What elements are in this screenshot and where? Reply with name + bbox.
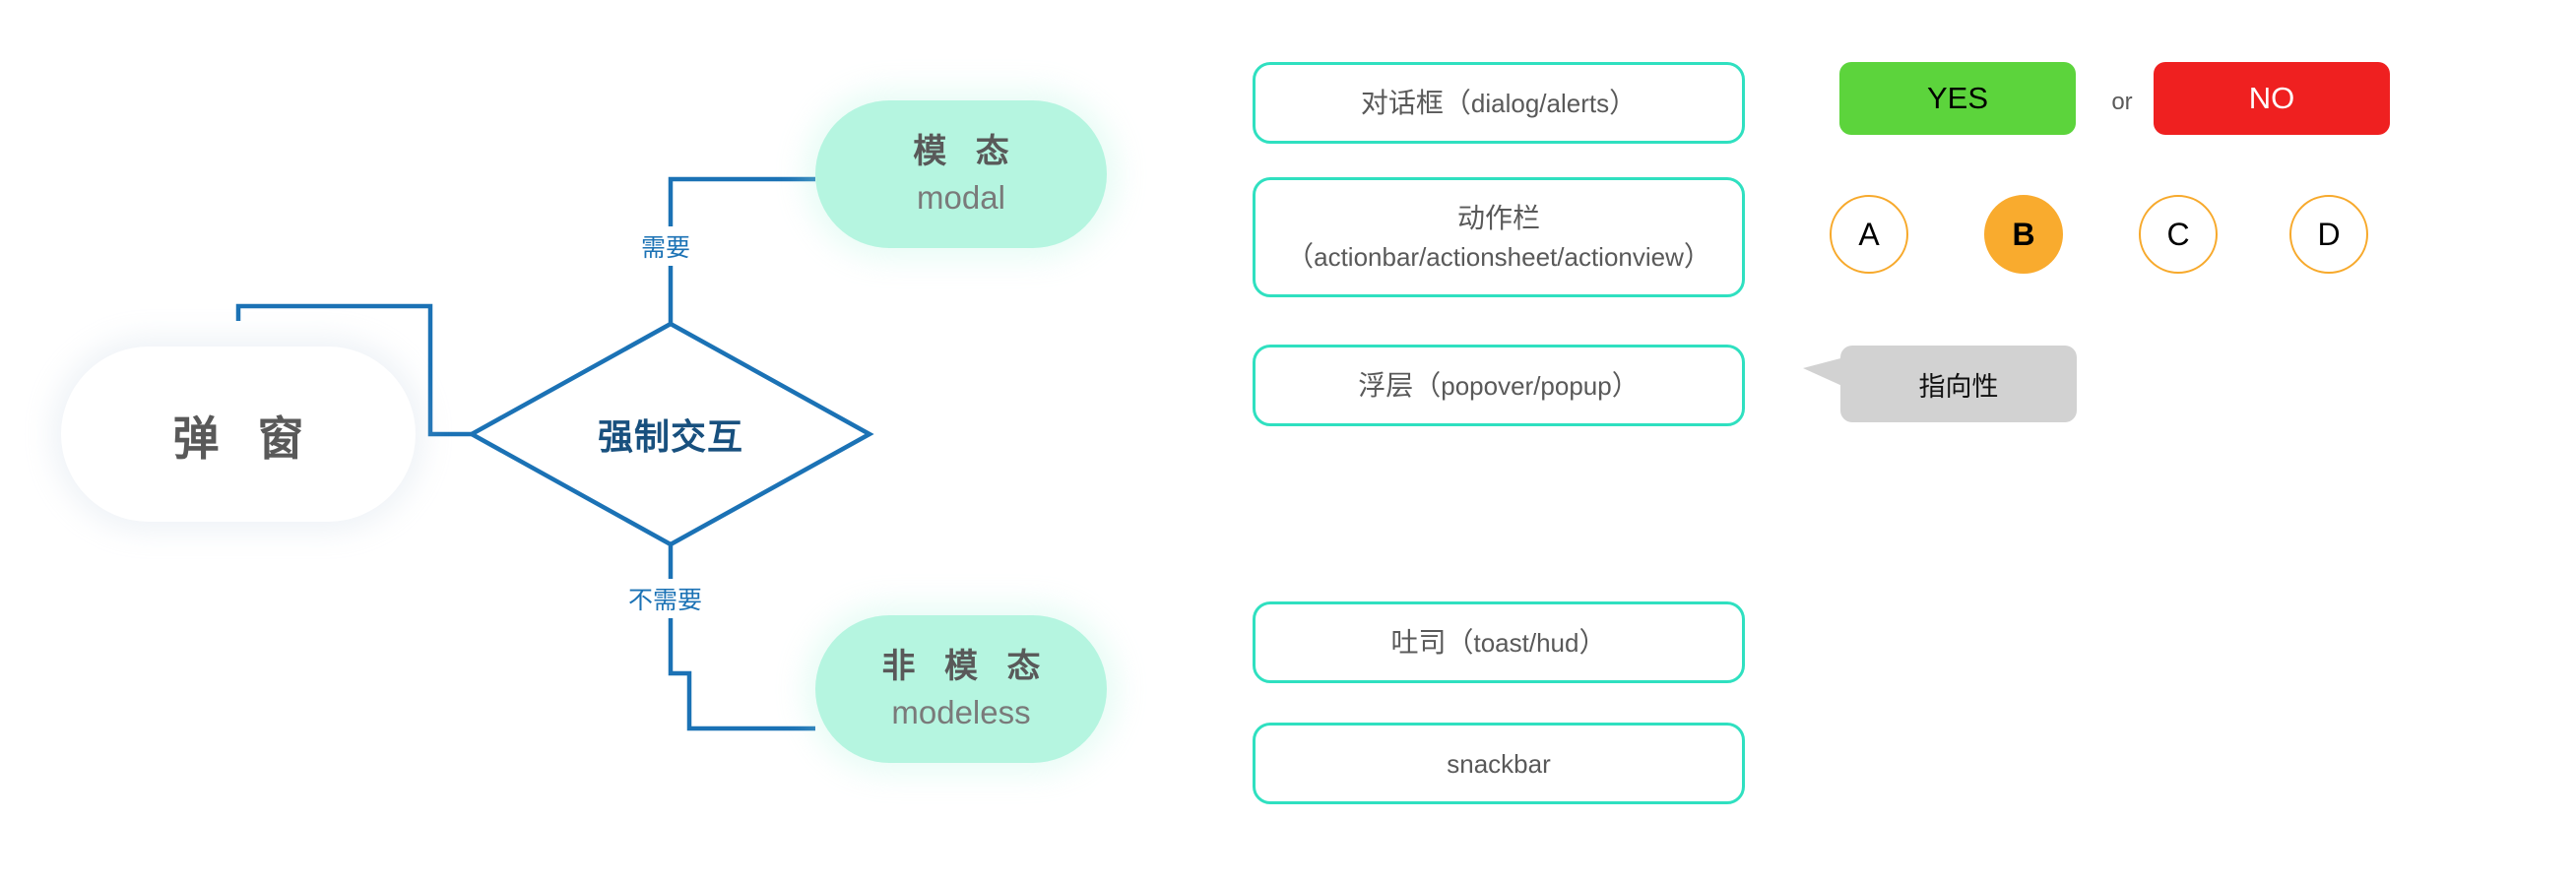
capsule-popover-popup-close: ） bbox=[1611, 369, 1640, 401]
capsule-snackbar-latin: snackbar bbox=[1447, 748, 1551, 779]
capsule-toast-hud-latin: toast/hud bbox=[1473, 627, 1579, 658]
no-button[interactable]: NO bbox=[2154, 62, 2390, 135]
node-outcome-modeless[interactable]: 非 模 态 modeless bbox=[815, 615, 1107, 763]
node-outcome-modal-cn: 模 态 bbox=[913, 133, 1019, 171]
node-decision-label: 强制交互 bbox=[597, 416, 743, 457]
capsule-dialog-alerts-text: 对话框（dialog/alerts） bbox=[1361, 84, 1637, 122]
capsule-popover-popup-cn: 浮层（ bbox=[1358, 369, 1442, 401]
yes-button[interactable]: YES bbox=[1839, 62, 2076, 135]
node-popup-root[interactable]: 弹 窗 bbox=[61, 347, 416, 522]
capsule-snackbar[interactable]: snackbar bbox=[1253, 723, 1745, 804]
node-outcome-modal[interactable]: 模 态 modal bbox=[815, 100, 1107, 248]
option-circle-d[interactable]: D bbox=[2289, 195, 2368, 274]
capsule-actionbar-cn: 动作栏（ bbox=[1286, 202, 1540, 272]
capsule-popover-popup-text: 浮层（popover/popup） bbox=[1358, 366, 1640, 405]
node-outcome-modeless-en: modeless bbox=[891, 694, 1031, 731]
capsule-dialog-alerts-cn: 对话框（ bbox=[1360, 87, 1471, 118]
node-outcome-modal-en: modal bbox=[917, 179, 1005, 217]
capsule-snackbar-text: snackbar bbox=[1447, 744, 1551, 783]
tooltip-pointer-icon bbox=[1803, 357, 1844, 387]
tooltip-directional: 指向性 bbox=[1840, 346, 2077, 422]
capsule-dialog-alerts[interactable]: 对话框（dialog/alerts） bbox=[1253, 62, 1745, 144]
node-popup-root-label: 弹 窗 bbox=[172, 411, 317, 465]
capsule-dialog-alerts-close: ） bbox=[1609, 87, 1638, 118]
capsule-toast-hud-cn: 吐司（ bbox=[1390, 626, 1474, 658]
option-circle-c[interactable]: C bbox=[2139, 195, 2218, 274]
edge-label-yes: 需要 bbox=[635, 226, 697, 266]
option-circle-b[interactable]: B bbox=[1984, 195, 2063, 274]
option-circle-a[interactable]: A bbox=[1830, 195, 1908, 274]
or-label: or bbox=[2111, 89, 2133, 115]
edge-label-no: 不需要 bbox=[622, 579, 709, 618]
node-decision-forced-interaction[interactable]: 强制交互 bbox=[472, 324, 869, 544]
capsule-actionbar-close: ） bbox=[1683, 241, 1711, 272]
capsule-toast-hud-close: ） bbox=[1578, 626, 1607, 658]
capsule-actionbar-latin: actionbar/actionsheet/actionview bbox=[1314, 242, 1684, 272]
capsule-dialog-alerts-latin: dialog/alerts bbox=[1470, 88, 1610, 118]
capsule-popover-popup[interactable]: 浮层（popover/popup） bbox=[1253, 345, 1745, 426]
capsule-toast-hud-text: 吐司（toast/hud） bbox=[1390, 623, 1606, 662]
capsule-toast-hud[interactable]: 吐司（toast/hud） bbox=[1253, 601, 1745, 683]
node-outcome-modeless-cn: 非 模 态 bbox=[881, 648, 1051, 686]
capsule-popover-popup-latin: popover/popup bbox=[1441, 370, 1612, 401]
capsule-actionbar-text: 动作栏（actionbar/actionsheet/actionview） bbox=[1273, 199, 1724, 276]
capsule-actionbar[interactable]: 动作栏（actionbar/actionsheet/actionview） bbox=[1253, 177, 1745, 297]
